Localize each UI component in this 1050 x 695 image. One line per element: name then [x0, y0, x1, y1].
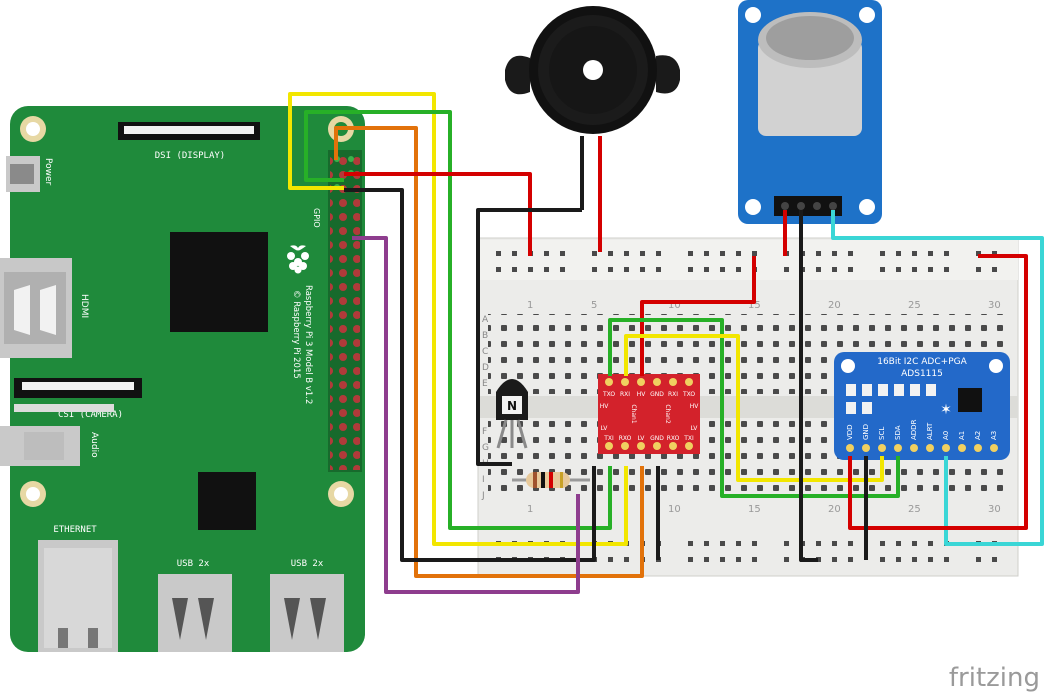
ls-pin: RXO	[667, 435, 680, 442]
col-number: 10	[668, 504, 681, 515]
transistor: N	[496, 379, 528, 449]
col-number: 20	[828, 504, 841, 515]
ethernet-label: ETHERNET	[53, 525, 97, 535]
row-letter: C	[482, 347, 488, 357]
ls-chan1: Chan1	[630, 404, 637, 423]
gpio-label: GPIO	[312, 208, 321, 228]
wire-yellow-adc	[624, 334, 884, 482]
row-letter: A	[482, 315, 489, 325]
adc-module: 16Bit I2C ADC+PGA ADS1115 ✶ VDD GND SCL …	[834, 352, 1010, 460]
raspberry-pi: DSI (DISPLAY) Power HDMI CSI (CAMERA) Au…	[0, 106, 365, 652]
adc-pin-label: SDA	[894, 425, 902, 440]
ls-pin: TXO	[682, 391, 695, 398]
ls-side-label: LV	[601, 425, 609, 432]
col-number: 25	[908, 300, 921, 311]
col-number: 1	[527, 300, 533, 311]
raspberry-logo	[287, 245, 309, 274]
col-number: 30	[988, 504, 1001, 515]
usb1-label: USB 2x	[177, 559, 210, 569]
adc-pin-label: VDD	[846, 424, 854, 440]
wires	[288, 92, 1044, 594]
col-number: 15	[748, 504, 761, 515]
wire-green-adc	[608, 318, 900, 498]
hdmi-label: HDMI	[79, 294, 89, 318]
adc-pin-label: GND	[862, 424, 870, 440]
adc-pin-label: ALRT	[926, 422, 934, 440]
pi-model-label: Raspberry Pi 3 Model B v1.2	[303, 285, 313, 404]
col-number: 20	[828, 300, 841, 311]
row-letter: D	[482, 363, 489, 373]
col-number: 25	[908, 504, 921, 515]
ls-pin: TXO	[602, 391, 615, 398]
wire-red-shifter	[640, 256, 756, 376]
col-number: 30	[988, 300, 1001, 311]
usb2-label: USB 2x	[291, 559, 324, 569]
dsi-label: DSI (DISPLAY)	[155, 151, 225, 161]
ls-pin: RXI	[620, 391, 630, 398]
col-number: 1	[527, 504, 533, 515]
wire-green	[304, 110, 612, 530]
power-label: Power	[43, 158, 53, 186]
ls-side-label: LV	[691, 425, 699, 432]
col-number: 10	[668, 300, 681, 311]
adc-pin-label: ADDR	[910, 419, 918, 440]
row-letter: F	[482, 427, 487, 437]
row-letter: E	[482, 379, 488, 389]
transistor-mark: N	[507, 399, 517, 413]
star-icon: ✶	[940, 402, 952, 418]
audio-label: Audio	[89, 432, 99, 458]
ls-side-label: HV	[600, 403, 610, 410]
wire-black-pi	[344, 188, 596, 562]
buzzer	[505, 6, 680, 134]
ls-pin: GND	[650, 435, 664, 442]
ls-side-label: HV	[690, 403, 700, 410]
adc-title: 16Bit I2C ADC+PGA	[877, 357, 967, 367]
row-letter: B	[482, 331, 488, 341]
col-number: 5	[591, 300, 597, 311]
wire-red-adc	[848, 254, 1028, 530]
fritzing-logo: fritzing	[949, 663, 1040, 693]
wire-orange	[334, 126, 644, 578]
col-number: 15	[748, 300, 761, 311]
wire-yellow	[288, 92, 628, 546]
ls-pin: TXI	[683, 435, 694, 442]
ls-pin: HV	[637, 391, 647, 398]
pi-copyright-label: © Raspberry Pi 2015	[291, 290, 301, 379]
ls-pin: RXI	[668, 391, 678, 398]
gas-sensor-module	[738, 0, 882, 224]
resistor	[512, 472, 590, 488]
wire-black-buzzer	[476, 208, 582, 466]
adc-pin-label: A2	[974, 431, 982, 440]
adc-pin-label: A1	[958, 431, 966, 440]
level-shifter: TXO RXI HV GND RXI TXO TXI RXO LV GND RX…	[598, 374, 700, 454]
ls-pin: GND	[650, 391, 664, 398]
row-letter: J	[481, 491, 485, 501]
ls-pin: RXO	[619, 435, 632, 442]
wire-purple	[352, 236, 580, 594]
ls-pin: TXI	[603, 435, 614, 442]
adc-pin-label: A0	[942, 431, 950, 440]
wire-black-sensor	[799, 210, 818, 562]
adc-pin-label: A3	[990, 431, 998, 440]
adc-pin-label: SCL	[878, 427, 886, 440]
ls-pin: LV	[638, 435, 646, 442]
row-letter: I	[482, 475, 485, 485]
row-letter: G	[482, 443, 489, 453]
ls-chan2: Chan2	[664, 404, 671, 423]
adc-chip-label: ADS1115	[901, 369, 943, 379]
wire-red-pi	[344, 172, 532, 256]
csi-label: CSI (CAMERA)	[58, 410, 123, 420]
